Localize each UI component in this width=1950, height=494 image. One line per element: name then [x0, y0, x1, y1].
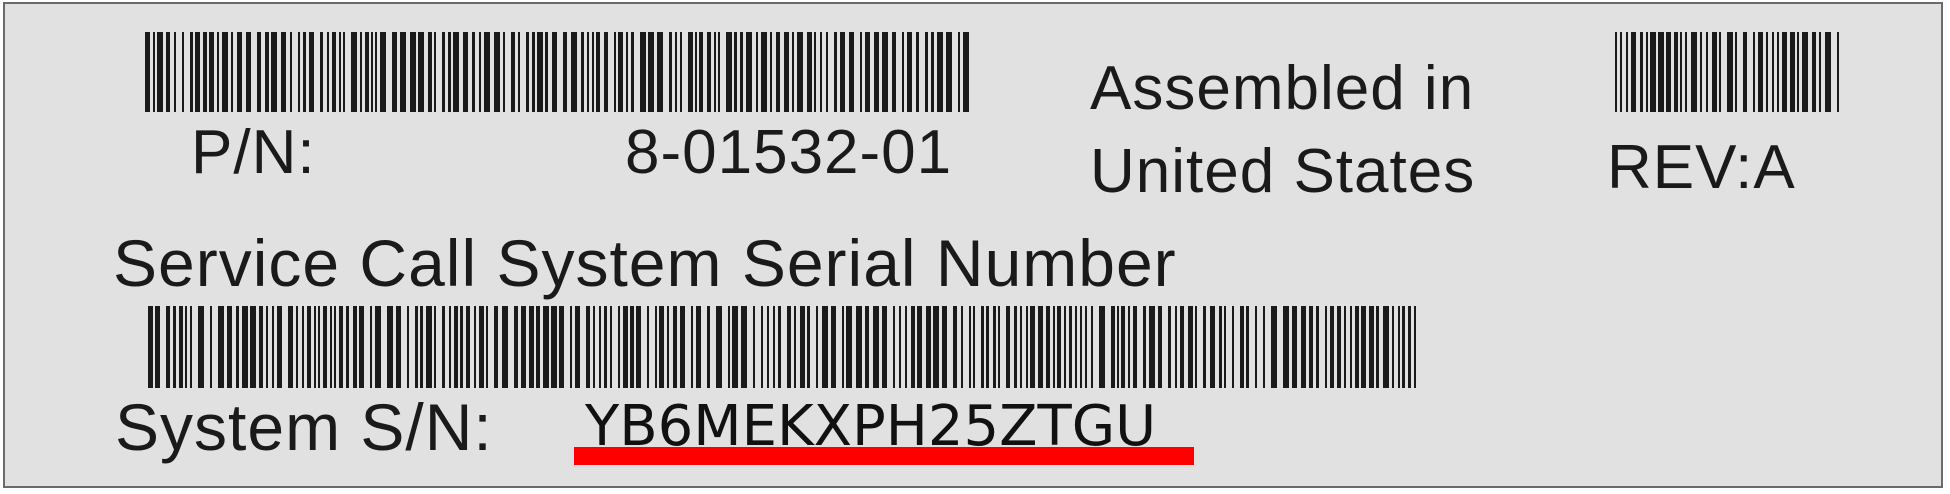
revision-barcode	[1615, 32, 1839, 112]
revision-label: REV:A	[1607, 133, 1796, 202]
assembly-origin-line2: United States	[1090, 137, 1476, 206]
system-serial-label: System S/N:	[115, 390, 493, 464]
service-serial-title: Service Call System Serial Number	[113, 226, 1177, 300]
part-number-value: 8-01532-01	[625, 118, 953, 187]
serial-highlight-underline	[574, 447, 1194, 465]
part-number-barcode	[145, 32, 969, 112]
serial-number-barcode	[148, 306, 1416, 388]
product-label: P/N: 8-01532-01 Assembled in United Stat…	[3, 2, 1943, 488]
system-serial-value: YB6MEKXPH25ZTGU	[585, 394, 1157, 459]
part-number-label: P/N:	[191, 118, 316, 187]
assembly-origin-line1: Assembled in	[1090, 54, 1475, 123]
